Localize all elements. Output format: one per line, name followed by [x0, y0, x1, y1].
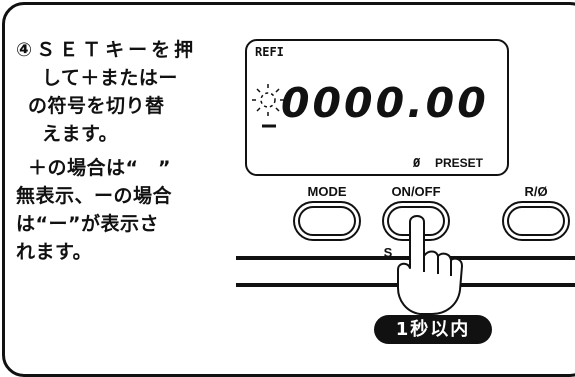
- lcd-display: REFI 0000.00 Ø PRESET: [245, 39, 509, 176]
- step-line-2: して＋またはー: [42, 67, 178, 89]
- step-line-1: ④ＳＥＴキーを押: [16, 39, 198, 61]
- timing-badge: 1秒以内: [374, 315, 492, 344]
- press-hand-icon: [397, 215, 463, 315]
- note-line-3: は“ー”が表示さ: [16, 213, 159, 235]
- device-illustration: [236, 84, 575, 315]
- step-line-3: の符号を切り替: [28, 95, 165, 117]
- mode-button[interactable]: [293, 201, 361, 241]
- blink-sign-icon: [252, 84, 284, 128]
- note-line-2: 無表示、ーの場合: [16, 185, 173, 207]
- mode-indicator: REFI: [255, 45, 284, 59]
- r-zero-button-label: R/Ø: [524, 184, 548, 199]
- r-zero-button[interactable]: [502, 201, 570, 241]
- display-reading: 0000.00: [281, 79, 489, 127]
- set-button-label-partial: S: [383, 245, 393, 260]
- zero-symbol: Ø: [413, 156, 421, 170]
- mode-button-label: MODE: [307, 184, 347, 199]
- onoff-button-label: ON/OFF: [391, 184, 441, 199]
- step-line-4: えます。: [42, 123, 119, 145]
- preset-indicator: PRESET: [435, 156, 484, 170]
- note-line-1: ＋の場合は“ ”: [28, 157, 171, 179]
- instruction-text: ④ＳＥＴキーを押 して＋またはー の符号を切り替 えます。 ＋の場合は“ ” 無…: [16, 36, 241, 266]
- note-line-4: れます。: [16, 241, 93, 263]
